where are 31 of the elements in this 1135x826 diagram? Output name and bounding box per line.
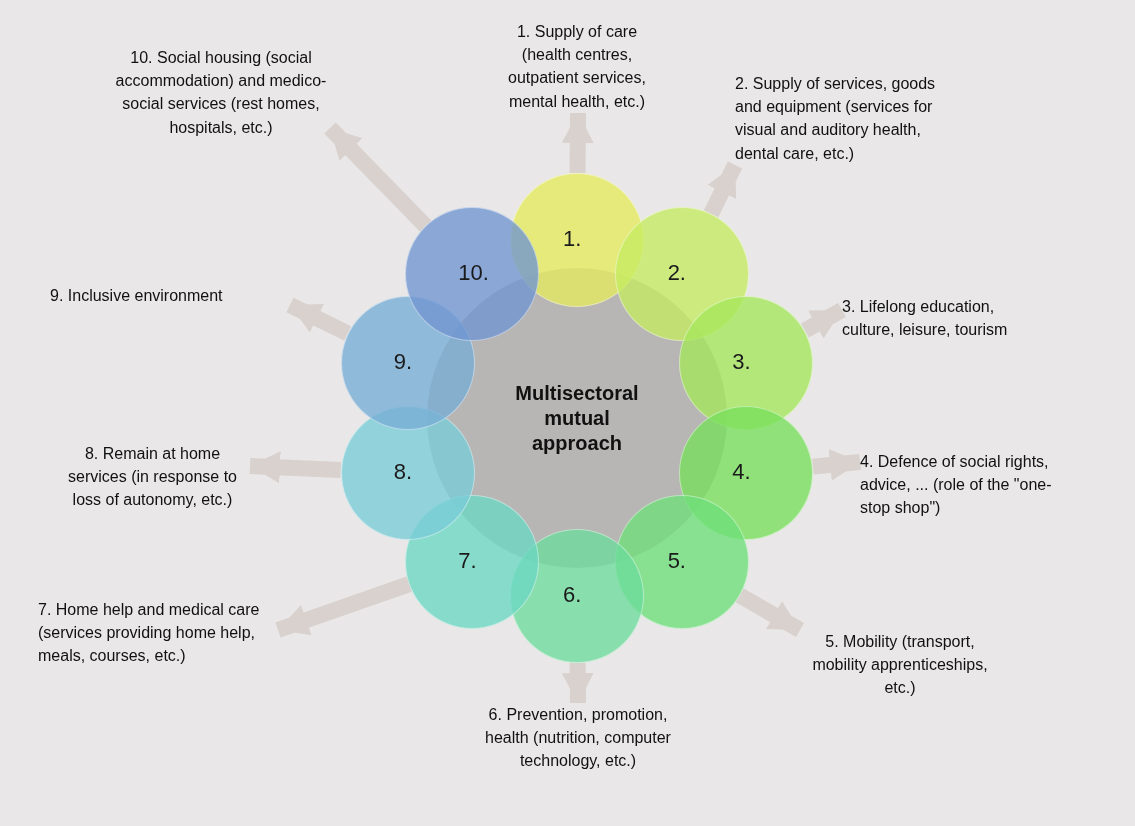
- sector-description: 8. Remain at home services (in response to loss of autonomy, etc.): [55, 442, 250, 512]
- circle-number: 5.: [667, 548, 686, 574]
- arrow: [801, 303, 846, 339]
- sector-description: 3. Lifelong education, culture, leisure, tourism: [842, 295, 1022, 342]
- arrow: [286, 297, 352, 341]
- sector-description: 10. Social housing (social accommodation) and medico-social services (rest homes, hospitals, etc.): [112, 46, 330, 139]
- arrow: [735, 588, 804, 637]
- circle-number: 2.: [667, 260, 686, 286]
- sector-description: 7. Home help and medical care (services providing home help, meals, courses, etc.): [38, 598, 278, 668]
- circle-number: 8.: [393, 459, 413, 485]
- circle-number: 7.: [458, 548, 477, 574]
- arrow: [249, 451, 342, 484]
- arrow: [812, 449, 861, 481]
- circle-number: 10.: [458, 260, 489, 286]
- sector-description: 4. Defence of social rights, advice, ... (role of the "one-stop shop"): [860, 450, 1080, 520]
- circle-number: 1.: [563, 226, 582, 252]
- arrow: [703, 161, 743, 218]
- circle-number: 9.: [393, 349, 413, 375]
- sector-description: 1. Supply of care (health centres, outpatient services, mental health, etc.): [492, 20, 662, 113]
- arrow: [275, 576, 412, 638]
- circle-number: 4.: [732, 459, 751, 485]
- circle-number: 3.: [732, 349, 751, 375]
- center-label: Multisectoral mutual approach: [514, 380, 640, 456]
- sector-description: 2. Supply of services, goods and equipment (services for visual and auditory health, dental care, etc.): [735, 72, 950, 165]
- arrow: [324, 122, 432, 232]
- sector-description: 9. Inclusive environment: [50, 284, 290, 308]
- sector-description: 6. Prevention, promotion, health (nutrition, computer technology, etc.): [478, 703, 678, 773]
- circle-number: 6.: [563, 582, 582, 608]
- arrow: [561, 112, 594, 174]
- arrow: [561, 662, 594, 704]
- sector-description: 5. Mobility (transport, mobility apprenticeships, etc.): [800, 630, 1000, 700]
